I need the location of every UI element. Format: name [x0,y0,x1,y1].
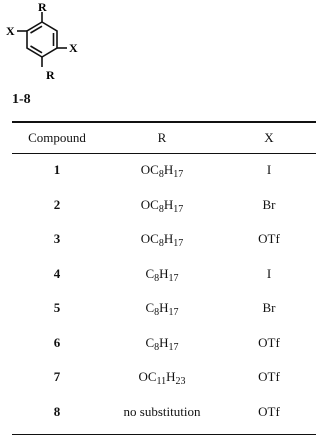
cell-x: I [266,162,272,178]
cell-compound: 4 [53,265,61,281]
formula-subscript: 11 [156,376,167,388]
substituent-x-right: X [69,41,78,55]
formula-part: H [159,334,169,350]
formula-subscript: 8 [154,341,160,353]
formula-subscript: 8 [158,169,164,181]
formula-subscript: 17 [173,238,184,250]
cell-x: OTf [258,403,280,419]
header-compound: Compound [28,130,86,145]
formula-subscript: 17 [168,341,179,353]
cell-r: C8H17 [102,291,222,326]
cell-compound: 6 [53,334,61,350]
cell-compound: 5 [53,300,61,316]
formula-part: OC [140,162,159,178]
formula-subscript: 8 [158,203,164,215]
cell-x: OTf [258,231,280,247]
formula-part: C [145,300,155,316]
cell-x: Br [262,300,276,316]
formula-part: H [163,196,174,212]
cell-x: OTf [258,334,280,350]
formula-part: H [166,369,176,385]
table-row: 5 C8H17 Br [12,291,316,326]
cell-x: I [266,265,272,281]
formula-part: C [145,334,155,350]
table-row: 3 OC8H17 OTf [12,222,316,257]
substituent-r-bottom: R [46,68,55,82]
cell-x: Br [262,196,276,212]
formula-part: OC [140,231,159,247]
formula-part: H [163,231,174,247]
table-row: 2 OC8H17 Br [12,188,316,223]
formula-subscript: 17 [173,203,184,215]
compound-range-label: 1-8 [12,92,31,107]
substituent-x-left: X [6,24,15,38]
formula-subscript: 17 [173,169,184,181]
cell-compound: 7 [53,369,61,385]
cell-r: C8H17 [102,326,222,361]
header-r: R [157,130,167,145]
formula-part: C [145,265,155,281]
formula-subscript: 23 [175,376,186,388]
cell-r: no substitution [102,395,222,430]
cell-compound: 2 [53,196,61,212]
table-row: 1 OC8H17 I [12,153,316,188]
table-top-rule [12,121,316,123]
cell-r: OC8H17 [102,188,222,223]
formula-part: no substitution [123,403,201,419]
formula-subscript: 8 [158,238,164,250]
table-header-row: Compound R X [12,123,316,153]
formula-part: H [159,265,169,281]
cell-r: OC11H23 [102,360,222,395]
formula-part: OC [140,196,159,212]
formula-subscript: 17 [168,272,179,284]
substituent-r-top: R [38,0,47,14]
formula-part: OC [138,369,157,385]
formula-part: H [163,162,174,178]
cell-compound: 1 [53,162,61,178]
table-row: 7 OC11H23 OTf [12,360,316,395]
cell-r: OC8H17 [102,222,222,257]
benzene-ring [26,21,58,58]
formula-part: H [159,300,169,316]
formula-subscript: 17 [168,307,179,319]
cell-compound: 3 [53,231,61,247]
table-row: 8 no substitution OTf [12,395,316,430]
substituent-bonds [17,12,67,67]
cell-compound: 8 [53,403,61,419]
table-row: 6 C8H17 OTf [12,326,316,361]
cell-r: C8H17 [102,257,222,292]
cell-r: OC8H17 [102,153,222,188]
formula-subscript: 8 [154,307,160,319]
table-header-rule [12,153,316,154]
header-x: X [264,130,274,145]
cell-x: OTf [258,369,280,385]
table-row: 4 C8H17 I [12,257,316,292]
formula-subscript: 8 [154,272,160,284]
chemical-structure: R R X X [6,0,78,82]
